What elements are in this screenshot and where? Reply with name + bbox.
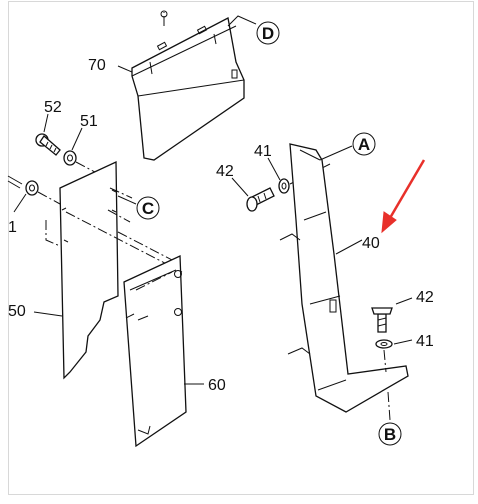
label-42-bottom: 42 bbox=[416, 289, 434, 306]
label-52: 52 bbox=[44, 99, 62, 116]
washer-41-top bbox=[278, 178, 290, 194]
label-42-top: 42 bbox=[216, 163, 234, 180]
leader-70 bbox=[117, 65, 133, 73]
screw-42-bottom bbox=[371, 307, 393, 333]
callout-d: D bbox=[262, 24, 274, 43]
part-50-panel bbox=[45, 160, 133, 380]
callout-b-circle bbox=[378, 422, 402, 446]
leader-a bbox=[319, 145, 353, 161]
callout-d-circle bbox=[256, 21, 280, 45]
leader-52 bbox=[43, 113, 49, 133]
axis-50-60-b bbox=[117, 231, 177, 263]
leader-1 bbox=[13, 193, 27, 213]
axis-41-bottom bbox=[383, 349, 387, 373]
label-70: 70 bbox=[88, 57, 106, 74]
washer-41-bottom bbox=[375, 339, 393, 349]
leader-51 bbox=[71, 127, 83, 151]
axis-50-60-a bbox=[65, 211, 183, 273]
red-arrow-annotation bbox=[381, 159, 426, 234]
label-1: 1 bbox=[8, 219, 17, 236]
label-41-top: 41 bbox=[254, 143, 272, 160]
screw-1-partial bbox=[7, 175, 39, 196]
label-60: 60 bbox=[208, 377, 226, 394]
leader-41-bottom bbox=[393, 339, 413, 345]
leader-b bbox=[387, 391, 391, 421]
label-41-bottom: 41 bbox=[416, 333, 434, 350]
leader-41-top bbox=[267, 157, 281, 181]
callout-c-circle bbox=[136, 196, 160, 220]
part-60-panel bbox=[123, 254, 187, 448]
leader-42-bottom bbox=[395, 297, 413, 305]
screw-42-top bbox=[246, 187, 275, 212]
leader-40 bbox=[335, 239, 363, 255]
label-40: 40 bbox=[362, 235, 380, 252]
leader-c bbox=[117, 195, 137, 205]
leader-50 bbox=[33, 311, 63, 317]
part-70-panel bbox=[131, 10, 245, 161]
callout-a: A bbox=[358, 135, 370, 154]
label-51: 51 bbox=[80, 113, 98, 130]
callout-b: B bbox=[384, 425, 396, 444]
label-50: 50 bbox=[8, 303, 26, 320]
axis-1 bbox=[37, 191, 61, 205]
leader-d bbox=[227, 15, 257, 27]
callout-a-circle bbox=[352, 132, 376, 156]
leader-42-top bbox=[231, 177, 249, 197]
screw-52 bbox=[35, 133, 61, 156]
part-40-bracket bbox=[279, 143, 409, 413]
washer-51 bbox=[63, 150, 77, 166]
callout-c: C bbox=[142, 199, 154, 218]
